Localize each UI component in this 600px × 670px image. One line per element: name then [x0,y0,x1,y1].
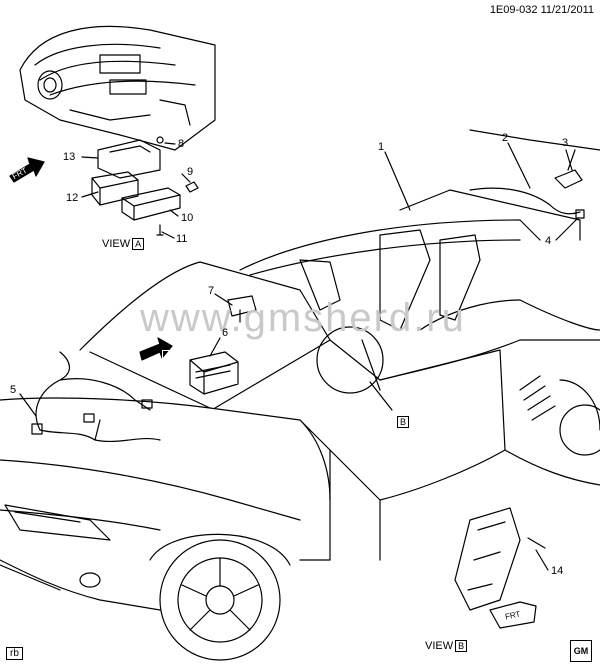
inset-a-instrument-panel [19,25,216,151]
callout-10: 10 [181,212,194,224]
callout-4: 4 [545,235,552,247]
watermark: www.gmsherd.ru [140,296,466,340]
callout-9: 9 [187,166,194,178]
vehicle-outline [0,129,600,661]
rearview-mirror-7 [227,295,257,323]
diagram-code: 1E09-032 11/21/2011 [489,4,594,16]
view-a-arrow [139,337,173,361]
callout-6: 6 [222,327,229,339]
module-10 [121,187,181,221]
callout-8: 8 [178,138,185,150]
front-arrow-bottom [489,601,537,629]
marker-b: B [397,416,410,428]
callout-2: 2 [502,132,509,144]
bracket-13 [97,139,161,179]
callout-5: 5 [10,384,17,396]
antenna-harness-2 [469,187,581,215]
gm-logo: GM [570,640,592,662]
pillar-trim [454,507,521,611]
callout-14: 14 [551,565,564,577]
view-a-letter: A [132,238,145,250]
view-b-letter: B [455,640,468,652]
module-6 [189,351,239,395]
callout-12: 12 [66,192,79,204]
view-b-text: VIEW [425,640,454,652]
front-arrow-top [9,157,45,183]
callout-3: 3 [562,137,569,149]
detail-circle-b [316,326,384,394]
view-a-label: VIEW A [102,238,145,250]
view-b-label: VIEW B [425,640,468,652]
footer-tag: rb [6,647,23,660]
callout-11: 11 [176,233,188,245]
module-12 [91,171,139,206]
wiring-harness-5 [35,351,161,443]
marker-a: A [162,350,175,362]
callout-1: 1 [378,141,385,153]
view-a-text: VIEW [102,238,131,250]
callout-13: 13 [63,151,76,163]
callout-7: 7 [208,285,215,297]
antenna-3 [554,149,583,189]
